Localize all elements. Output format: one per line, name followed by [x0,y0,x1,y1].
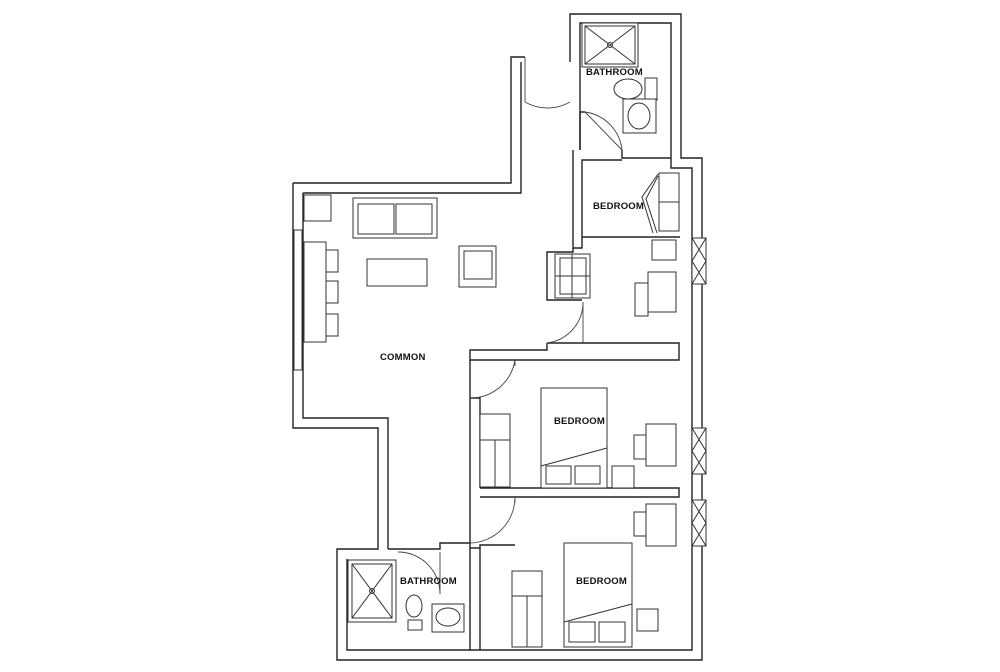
room-label-bathroom-top: BATHROOM [586,67,643,78]
doors [397,57,623,595]
room-label-bedroom-2: BEDROOM [554,416,605,427]
room-label-bedroom-3: BEDROOM [576,576,627,587]
bedroom-1-furniture [554,172,680,317]
top-bathroom-fixtures [581,22,658,134]
common-furniture [303,194,497,343]
room-label-bedroom-1: BEDROOM [593,201,644,212]
windows [293,229,707,547]
room-label-bathroom-bottom: BATHROOM [400,576,457,587]
bottom-bathroom-fixtures [347,559,465,633]
bedroom-3-furniture [511,503,677,648]
bedroom-2-furniture [479,387,677,489]
room-label-common: COMMON [380,352,426,363]
